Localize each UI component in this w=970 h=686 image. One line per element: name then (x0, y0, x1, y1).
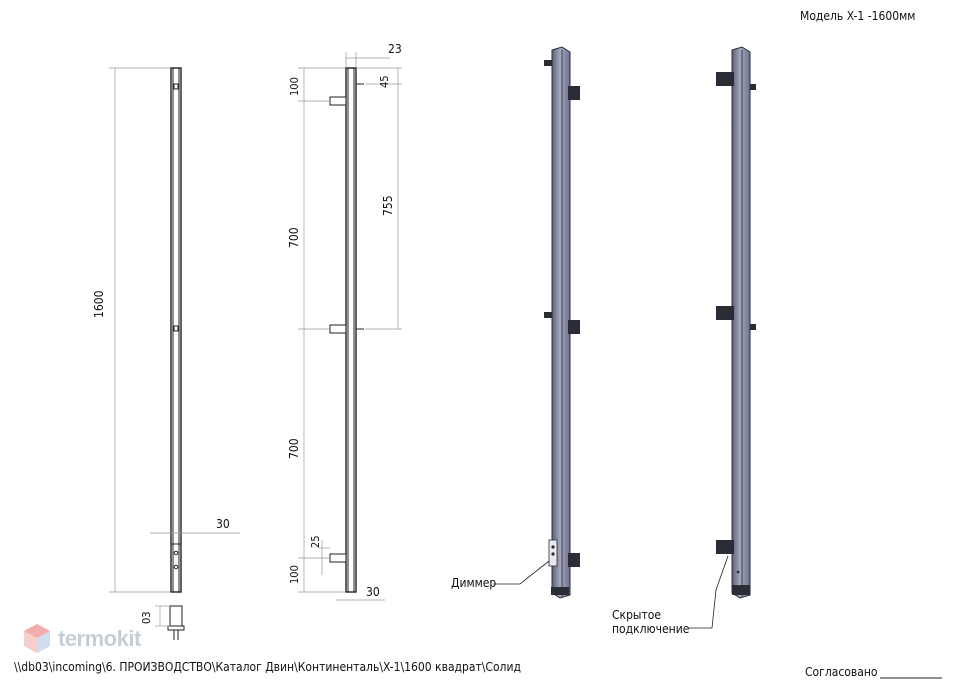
callout-hidden-line2: подключение (612, 622, 690, 636)
file-path: \\db03\incoming\6. ПРОИЗВОДСТВО\Каталог … (14, 660, 521, 674)
dim-03: 03 (140, 611, 153, 624)
iso-view-dimmer (493, 46, 580, 599)
dim-1600: 1600 (92, 290, 106, 318)
dim-45: 45 (378, 75, 391, 88)
callout-hidden-line1: Скрытое (612, 608, 661, 622)
dim-755: 755 (381, 195, 395, 216)
termokit-logo: termokit (22, 622, 141, 656)
house-cube-icon (24, 624, 50, 653)
iso-view-hidden (688, 46, 756, 629)
dim-23: 23 (388, 42, 402, 56)
dim-100-top: 100 (288, 77, 301, 96)
dim-100-bottom: 100 (288, 565, 301, 584)
dim-700-a: 700 (287, 227, 301, 248)
front-view (109, 67, 240, 640)
side-view (298, 52, 402, 601)
dim-30-side: 30 (366, 585, 380, 599)
dim-700-b: 700 (287, 438, 301, 459)
callout-dimmer: Диммер (451, 576, 497, 590)
page-title: Модель X-1 -1600мм (800, 9, 916, 23)
dim-30-front: 30 (216, 517, 230, 531)
approved-label: Согласовано (805, 665, 878, 679)
dim-25: 25 (309, 535, 322, 548)
logo-text: termokit (58, 626, 141, 651)
